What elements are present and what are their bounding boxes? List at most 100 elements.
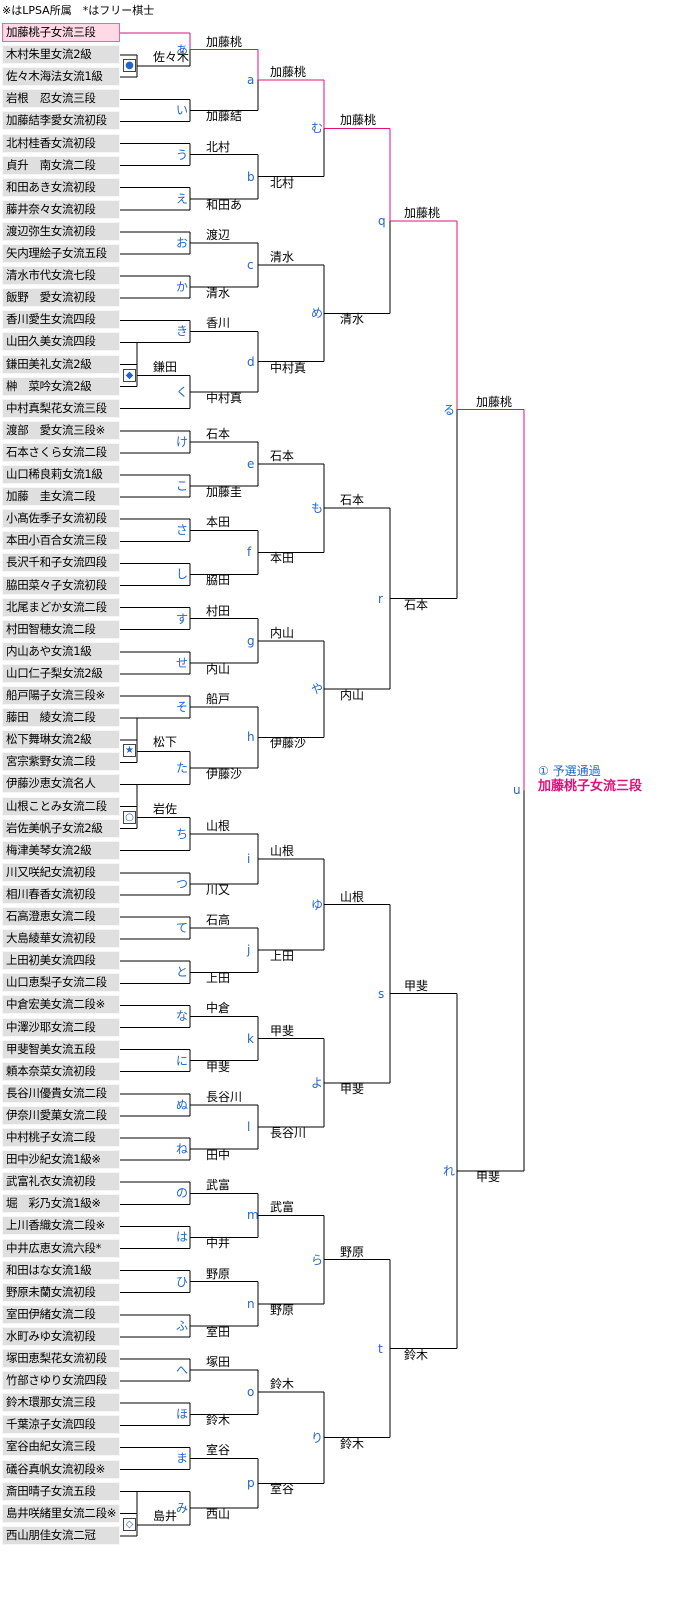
player-row: 和田はな女流1級 (2, 1260, 120, 1280)
player-row: 水町みゆ女流初段 (2, 1326, 120, 1346)
match-label: ほ (176, 1407, 189, 1422)
player-row: 山口稀良莉女流1級 (2, 465, 120, 484)
match-label: す (176, 611, 189, 626)
round4-entrant: 石本 (340, 493, 365, 508)
match-label: c (247, 258, 254, 273)
round4-entrant: 野原 (340, 1244, 365, 1259)
player-row: 伊奈川愛菓女流二段 (2, 1105, 120, 1125)
round4-entrant: 清水 (340, 312, 365, 327)
round2-entrant: 香川 (206, 316, 231, 331)
match-label: d (247, 354, 255, 369)
player-row: 頼本奈菜女流初段 (2, 1061, 120, 1081)
match-label: れ (443, 1164, 456, 1179)
round2-entrant: 武富 (206, 1178, 231, 1193)
player-row: 北村桂香女流初段 (2, 133, 120, 153)
player-row: 飯野 愛女流初段 (2, 288, 120, 308)
qualifier-caption: ① 予選通過 (538, 764, 601, 778)
prelim-winner: 佐々木 (153, 50, 190, 65)
player-row: 佐々木海法女流1級 (2, 67, 120, 87)
match-label: の (176, 1186, 189, 1201)
round6-entrant: 加藤桃 (476, 394, 513, 409)
round2-entrant: 山根 (206, 819, 231, 834)
round2-entrant: 船戸 (206, 692, 231, 707)
player-row: 貞升 南女流二段 (2, 155, 120, 175)
player-row: 甲斐智美女流五段 (2, 1039, 120, 1059)
player-row: 中井広恵女流六段* (2, 1238, 120, 1258)
match-label: り (311, 1430, 324, 1445)
match-label: ね (176, 1142, 189, 1157)
prelim-symbol: ★ (123, 744, 136, 758)
player-row: 大島綾華女流初段 (2, 929, 120, 949)
round4-entrant: 内山 (340, 688, 365, 703)
match-label: や (311, 682, 324, 697)
match-label: う (176, 147, 189, 162)
round3-entrant: 甲斐 (270, 1023, 295, 1038)
player-row: 上川香織女流二段※ (2, 1216, 120, 1236)
match-label: i (247, 851, 251, 866)
round2-entrant: 室田 (206, 1324, 231, 1339)
player-row: 山口恵梨子女流二段 (2, 973, 120, 993)
round3-entrant: 中村真 (270, 360, 307, 375)
match-label: よ (311, 1075, 324, 1090)
player-row: 長谷川優貴女流二段 (2, 1083, 120, 1103)
player-row: 島井咲緒里女流二段※ (2, 1503, 120, 1523)
match-label: b (247, 169, 255, 184)
match-label: え (176, 191, 189, 206)
player-row: 斎田晴子女流五段 (2, 1481, 120, 1501)
player-row: 中村桃子女流二段 (2, 1128, 120, 1147)
player-row: 中村真梨花女流三段 (2, 398, 120, 418)
round2-entrant: 伊藤沙 (206, 766, 243, 781)
player-row: 山根ことみ女流二段 (2, 796, 120, 816)
prelim-winner: 松下 (153, 735, 178, 750)
player-row: 加藤 圭女流二段 (2, 487, 120, 507)
round2-entrant: 渡辺 (206, 227, 231, 242)
player-row: 矢内理絵子女流五段 (2, 244, 120, 263)
prelim-symbol: ○ (123, 810, 136, 824)
match-label: ら (311, 1252, 324, 1267)
round2-entrant: 加藤結 (206, 109, 243, 124)
player-row: 室田伊緒女流二段 (2, 1304, 120, 1324)
match-label: つ (176, 876, 189, 891)
player-row: 榊 菜吟女流2級 (2, 376, 120, 396)
round3-entrant: 本田 (270, 551, 295, 566)
round5-entrant: 石本 (404, 597, 429, 612)
match-label: s (378, 986, 385, 1001)
player-row: 香川愛生女流四段 (2, 310, 120, 330)
match-label: e (247, 456, 255, 471)
match-label: ち (176, 827, 189, 842)
qualifier-name: 加藤桃子女流三段 (538, 779, 643, 794)
match-label: は (176, 1230, 189, 1245)
prelim-winner: 島井 (153, 1508, 178, 1523)
round2-entrant: 長谷川 (206, 1089, 243, 1104)
round4-entrant: 山根 (340, 889, 365, 904)
match-label: た (176, 760, 189, 775)
player-row: 岩根 忍女流三段 (2, 89, 120, 109)
round3-entrant: 山根 (270, 843, 295, 858)
player-row: 堀 彩乃女流1級※ (2, 1194, 120, 1214)
player-row: 伊藤沙恵女流名人 (2, 774, 120, 794)
match-label: も (311, 501, 324, 516)
player-row: 川又咲紀女流初段 (2, 862, 120, 882)
player-row: 本田小百合女流三段 (2, 531, 120, 551)
match-label: p (247, 1476, 255, 1491)
round3-entrant: 鈴木 (270, 1377, 295, 1392)
match-label: と (176, 965, 189, 980)
player-row: 竹部さゆり女流四段 (2, 1371, 120, 1391)
match-label: j (247, 943, 251, 958)
round2-entrant: 北村 (206, 139, 231, 154)
player-row: 中倉宏美女流二段※ (2, 995, 120, 1015)
player-row: 渡辺弥生女流初段 (2, 221, 120, 241)
round5-entrant: 加藤桃 (404, 205, 441, 220)
match-label: さ (176, 523, 189, 538)
round5-entrant: 鈴木 (404, 1347, 429, 1362)
player-row: 藤井奈々女流初段 (2, 199, 120, 219)
round2-entrant: 鈴木 (206, 1413, 231, 1428)
player-row: 塚田恵梨花女流初段 (2, 1349, 120, 1368)
round4-entrant: 加藤桃 (340, 113, 377, 128)
player-row: 室谷由紀女流三段 (2, 1437, 120, 1457)
player-row: 村田智穂女流二段 (2, 619, 120, 639)
match-label: ひ (176, 1274, 189, 1289)
round2-entrant: 中倉 (206, 1001, 231, 1016)
round2-entrant: 内山 (206, 661, 231, 676)
round2-entrant: 石高 (206, 913, 231, 928)
